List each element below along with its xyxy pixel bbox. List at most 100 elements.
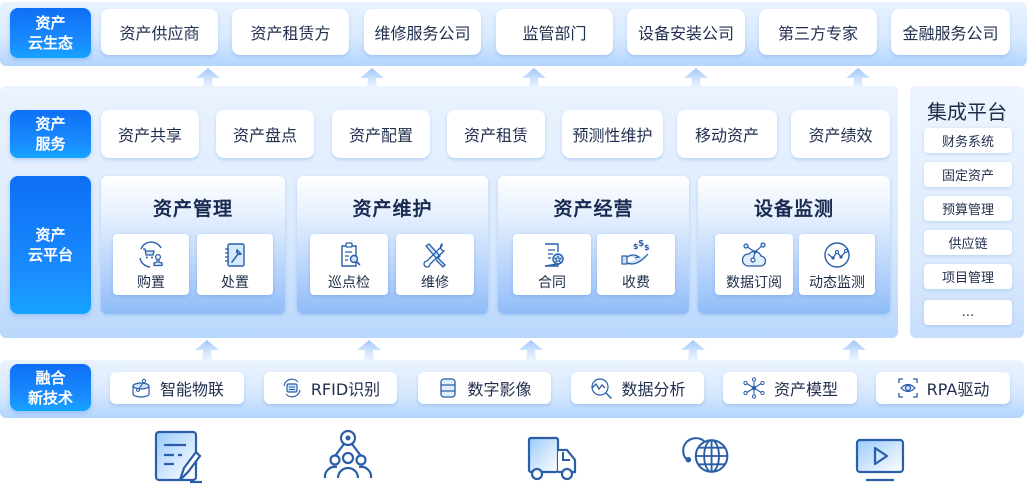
up-arrow-icon: [196, 68, 220, 94]
up-arrow-icon: [519, 340, 543, 366]
ecosystem-label-line1: 资产: [35, 14, 66, 32]
services-label-line2: 服务: [35, 135, 66, 153]
service-item-predictive-maintenance[interactable]: 预测性维护: [562, 110, 663, 158]
integration-item-project[interactable]: 项目管理: [924, 264, 1012, 289]
module-asset-operation: 资产经营 合同 $ $ $ 收费: [498, 176, 689, 314]
up-arrow-icon: [357, 340, 381, 366]
svg-text:$: $: [638, 240, 644, 249]
rfid-icon: [283, 378, 301, 398]
service-item-sharing[interactable]: 资产共享: [101, 110, 199, 158]
tech-item-digital-imaging[interactable]: 数字影像: [418, 372, 551, 404]
services-label: 资产 服务: [10, 110, 91, 158]
sub-item-label: 处置: [221, 275, 249, 291]
iot-icon: [132, 378, 150, 398]
module-title: 资产经营: [553, 198, 634, 220]
ecosystem-item-maintenance-company[interactable]: 维修服务公司: [364, 9, 481, 55]
integration-item-fixed-assets[interactable]: 固定资产: [924, 162, 1012, 187]
sub-item-label: 维修: [421, 275, 449, 291]
tech-item-label: 数据分析: [621, 380, 686, 399]
ecosystem-item-third-party-expert[interactable]: 第三方专家: [759, 9, 877, 55]
data-subscribe-icon: [741, 242, 767, 267]
sub-item-label: 收费: [622, 275, 650, 291]
tech-item-iot[interactable]: 智能物联: [110, 372, 244, 404]
tech-item-rfid[interactable]: RFID识别: [264, 372, 397, 404]
tech-item-label: 数字影像: [467, 380, 532, 399]
tech-item-asset-model[interactable]: 资产模型: [723, 372, 857, 404]
data-analysis-icon: [591, 378, 613, 399]
sub-item-label: 巡点检: [328, 275, 370, 291]
team-icon: [323, 429, 373, 479]
ecosystem-label-line2: 云生态: [27, 34, 73, 52]
sub-item-repair[interactable]: 维修: [396, 234, 474, 295]
contract-icon: [544, 243, 564, 267]
clipboard-search-icon: [341, 242, 361, 267]
sub-item-charging[interactable]: $ $ $ 收费: [597, 234, 675, 295]
integration-item-finance[interactable]: 财务系统: [924, 128, 1012, 153]
module-title: 资产管理: [152, 198, 233, 220]
tech-item-rpa[interactable]: RPA驱动: [876, 372, 1010, 404]
up-arrow-icon: [681, 340, 705, 366]
video-screen-icon: [855, 438, 905, 482]
notebook-wrench-icon: [225, 243, 245, 267]
tools-icon: [423, 242, 446, 268]
sub-item-label: 动态监测: [809, 275, 865, 291]
service-item-allocation[interactable]: 资产配置: [332, 110, 430, 158]
cart-stamp-icon: [139, 241, 163, 268]
tech-item-label: 资产模型: [773, 380, 838, 399]
sub-item-contract[interactable]: 合同: [513, 234, 591, 295]
truck-icon: [527, 436, 577, 481]
integration-title: 集成平台: [927, 100, 1007, 124]
service-item-inventory[interactable]: 资产盘点: [216, 110, 314, 158]
svg-text:$: $: [633, 242, 639, 251]
dynamic-monitor-icon: [824, 242, 850, 268]
ecosystem-item-regulator[interactable]: 监管部门: [496, 9, 613, 55]
service-item-performance[interactable]: 资产绩效: [791, 110, 890, 158]
hand-money-icon: $ $ $: [621, 240, 650, 265]
sub-item-data-subscription[interactable]: 数据订阅: [715, 234, 793, 295]
module-title: 设备监测: [753, 198, 834, 220]
ecosystem-item-lessee[interactable]: 资产租赁方: [232, 9, 349, 55]
database-icon: [440, 378, 457, 398]
module-asset-management: 资产管理 购置 处置: [101, 176, 285, 314]
up-arrow-icon: [522, 68, 546, 94]
service-item-mobile-asset[interactable]: 移动资产: [677, 110, 777, 158]
sub-item-label: 购置: [137, 275, 165, 291]
tech-item-label: RPA驱动: [926, 380, 990, 399]
platform-label: 资产 云平台: [10, 176, 91, 314]
document-edit-icon: [154, 430, 202, 484]
globe-icon: [682, 437, 729, 473]
module-equipment-monitoring: 设备监测 数据订阅 动态监测: [698, 176, 890, 314]
up-arrow-icon: [684, 68, 708, 94]
up-arrow-icon: [842, 340, 866, 366]
integration-item-supply-chain[interactable]: 供应链: [924, 230, 1012, 255]
up-arrow-icon: [195, 340, 219, 366]
sub-item-disposal[interactable]: 处置: [197, 234, 273, 295]
sub-item-inspection[interactable]: 巡点检: [310, 234, 388, 295]
ecosystem-item-installer[interactable]: 设备安装公司: [627, 9, 745, 55]
sub-item-label: 数据订阅: [726, 275, 782, 291]
tech-item-data-analysis[interactable]: 数据分析: [571, 372, 704, 404]
platform-label-line2: 云平台: [27, 246, 73, 264]
sub-item-dynamic-monitoring[interactable]: 动态监测: [799, 234, 875, 295]
up-arrow-icon: [846, 68, 870, 94]
sub-item-purchase[interactable]: 购置: [113, 234, 189, 295]
service-item-leasing[interactable]: 资产租赁: [447, 110, 545, 158]
module-title: 资产维护: [352, 198, 433, 220]
technology-label-line2: 新技术: [27, 388, 73, 407]
platform-label-line1: 资产: [35, 226, 66, 244]
services-label-line1: 资产: [35, 115, 66, 133]
ecosystem-item-supplier[interactable]: 资产供应商: [101, 9, 218, 55]
integration-item-budget[interactable]: 预算管理: [924, 196, 1012, 221]
ecosystem-label: 资产 云生态: [10, 8, 91, 58]
technology-label-line1: 融合: [35, 368, 66, 387]
module-asset-maintenance: 资产维护 巡点检 维修: [297, 176, 488, 314]
tech-item-label: RFID识别: [310, 380, 381, 399]
integration-item-more[interactable]: ...: [924, 300, 1012, 325]
technology-label: 融合 新技术: [10, 364, 91, 411]
svg-text:$: $: [644, 243, 650, 252]
rpa-eye-icon: [897, 378, 918, 398]
ecosystem-item-finance-company[interactable]: 金融服务公司: [891, 9, 1010, 55]
up-arrow-icon: [360, 68, 384, 94]
network-model-icon: [743, 377, 765, 399]
sub-item-label: 合同: [538, 275, 566, 291]
